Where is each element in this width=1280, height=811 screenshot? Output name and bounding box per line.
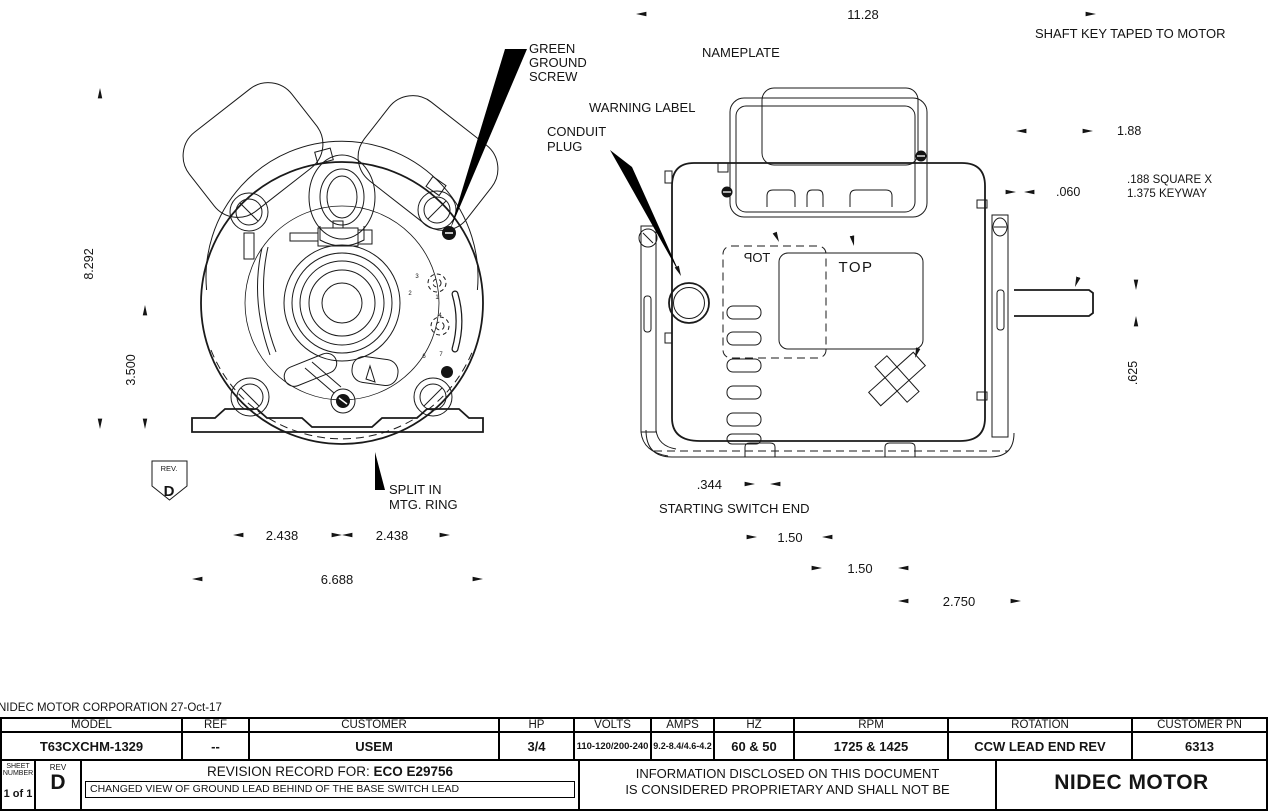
- col-customer: CUSTOMER: [250, 717, 500, 731]
- dim-bolt-left: 2.438: [266, 528, 299, 543]
- label-switch-end: STARTING SWITCH END: [659, 501, 809, 516]
- col-model: MODEL: [0, 717, 183, 731]
- label-conduit-plug: CONDUIT: [547, 124, 606, 139]
- lead-number: 1: [435, 295, 439, 301]
- shaft: [1014, 289, 1094, 317]
- shaft-hub: [283, 244, 401, 362]
- svg-text:GROUND: GROUND: [529, 55, 587, 70]
- band-clamp-bolt: [289, 220, 373, 247]
- col-rpm: RPM: [795, 717, 949, 731]
- col-customer-pn: CUSTOMER PN: [1133, 717, 1268, 731]
- rev-flag-title: REV.: [161, 464, 178, 473]
- revision-record-cell: REVISION RECORD FOR: ECO E29756 CHANGED …: [82, 761, 580, 811]
- thru-bolt-screws: [229, 190, 457, 417]
- lead-number: 6: [422, 354, 426, 360]
- label-split-mtg-ring: SPLIT IN: [389, 482, 442, 497]
- table-bottom-row: SHEET NUMBER 1 of 1 REV D REVISION RECOR…: [0, 761, 1268, 811]
- revision-note: CHANGED VIEW OF GROUND LEAD BEHIND OF TH…: [85, 781, 575, 798]
- value-ref: --: [183, 731, 250, 761]
- front-view-dimensions: 8.292 3.500 2.438 2.438 6.688: [82, 88, 483, 587]
- value-customer-pn: 6313: [1133, 731, 1268, 761]
- svg-text:MTG. RING: MTG. RING: [389, 497, 458, 512]
- value-hz: 60 & 50: [715, 731, 795, 761]
- right-bearing-bracket: [976, 199, 1009, 438]
- warning-mirror-text: TOP: [744, 250, 771, 265]
- svg-text:PLUG: PLUG: [547, 139, 582, 154]
- value-volts: 110-120/200-240: [575, 731, 652, 761]
- svg-text:SCREW: SCREW: [529, 69, 578, 84]
- dim-shaft-len: 1.88: [1117, 124, 1141, 138]
- rev-cell: REV D: [36, 761, 82, 811]
- label-nameplate: NAMEPLATE: [702, 45, 780, 60]
- rev-value: D: [50, 771, 66, 794]
- col-volts: VOLTS: [575, 717, 652, 731]
- col-amps: AMPS: [652, 717, 715, 731]
- dim-bolt-right: 2.438: [376, 528, 409, 543]
- col-ref: REF: [183, 717, 250, 731]
- value-hp: 3/4: [500, 731, 575, 761]
- lead-number: 3: [415, 274, 419, 280]
- value-model: T63CXCHM-1329: [0, 731, 183, 761]
- left-bearing-clamp: [638, 225, 677, 457]
- sheet-number-cell: SHEET NUMBER 1 of 1: [0, 761, 36, 811]
- label-warning: WARNING LABEL: [589, 100, 695, 115]
- side-view-dimensions: 11.28 1.88 .060 .188 SQUARE X 1.375 KEYW…: [636, 5, 1212, 609]
- col-hp: HP: [500, 717, 575, 731]
- front-view-labels: GREEN GROUND SCREW SPLIT IN MTG. RING: [375, 41, 587, 512]
- proprietary-notice: INFORMATION DISCLOSED ON THIS DOCUMENT I…: [580, 761, 997, 811]
- lifting-eye: [308, 154, 376, 247]
- lead-knockouts: 3 2 1 4 6 7: [408, 273, 450, 360]
- company-line: NIDEC MOTOR CORPORATION 27-Oct-17: [0, 702, 222, 714]
- dim-foot2: 1.50: [847, 561, 872, 576]
- lead-number: 4: [438, 313, 442, 319]
- dim-foot1: 1.50: [777, 530, 802, 545]
- dim-height: 8.292: [82, 248, 96, 279]
- taped-shaft-key: [867, 351, 927, 407]
- title-block: NIDEC MOTOR CORPORATION 27-Oct-17 MODEL …: [0, 700, 1280, 811]
- rev-flag: REV. D: [151, 460, 188, 501]
- left-ear-pod: [182, 82, 324, 218]
- ground-strap-terminal: [283, 352, 453, 414]
- label-keyway: .188 SQUARE X: [1127, 174, 1212, 186]
- dim-switch: .344: [697, 477, 722, 492]
- warning-label: TOP: [722, 245, 827, 359]
- dim-base-width: 6.688: [321, 572, 354, 587]
- value-rpm: 1725 & 1425: [795, 731, 949, 761]
- side-view-labels: SHAFT KEY TAPED TO MOTOR NAMEPLATE WARNI…: [547, 26, 1225, 516]
- col-rotation: ROTATION: [949, 717, 1133, 731]
- motor-dimension-drawing: 3 2 1 4 6 7: [82, 5, 1225, 609]
- sheet-value: 1 of 1: [3, 788, 33, 800]
- dim-center-height: 3.500: [124, 354, 138, 385]
- lead-number: 7: [439, 352, 443, 358]
- table-value-row: T63CXCHM-1329 -- USEM 3/4 110-120/200-24…: [0, 731, 1268, 761]
- rev-flag-value: D: [164, 483, 175, 500]
- col-hz: HZ: [715, 717, 795, 731]
- conduit-box: [721, 87, 928, 218]
- side-mounting-base: [645, 429, 1015, 458]
- nameplate-text: TOP: [838, 259, 873, 276]
- front-mounting-base: [191, 408, 484, 433]
- svg-text:1.375 KEYWAY: 1.375 KEYWAY: [1127, 188, 1207, 200]
- dim-foot-span: 2.750: [943, 594, 976, 609]
- label-green-ground-screw: GREEN: [529, 41, 575, 56]
- vent-slots: [726, 305, 762, 445]
- conduit-plug: [668, 282, 710, 324]
- label-shaft-key: SHAFT KEY TAPED TO MOTOR: [1035, 26, 1225, 41]
- nameplate: TOP: [778, 252, 924, 350]
- value-rotation: CCW LEAD END REV: [949, 731, 1133, 761]
- value-customer: USEM: [250, 731, 500, 761]
- right-ear-pod: [357, 95, 499, 231]
- revision-record-title: REVISION RECORD FOR: ECO E29756: [206, 764, 454, 779]
- dim-washer: .060: [1056, 185, 1080, 199]
- motor-shell-circle: [200, 161, 484, 445]
- table-header-row: MODEL REF CUSTOMER HP VOLTS AMPS HZ RPM …: [0, 717, 1268, 731]
- lead-number: 2: [408, 291, 412, 297]
- brand-cell: NIDEC MOTOR: [997, 761, 1268, 811]
- motor-front-view: 3 2 1 4 6 7: [82, 41, 587, 587]
- dim-shaft-dia: .625: [1126, 361, 1140, 385]
- motor-side-view: TOP TOP: [547, 5, 1225, 609]
- value-amps: 9.2-8.4/4.6-4.2: [652, 731, 715, 761]
- motor-body: [671, 162, 986, 442]
- dim-overall: 11.28: [847, 7, 879, 22]
